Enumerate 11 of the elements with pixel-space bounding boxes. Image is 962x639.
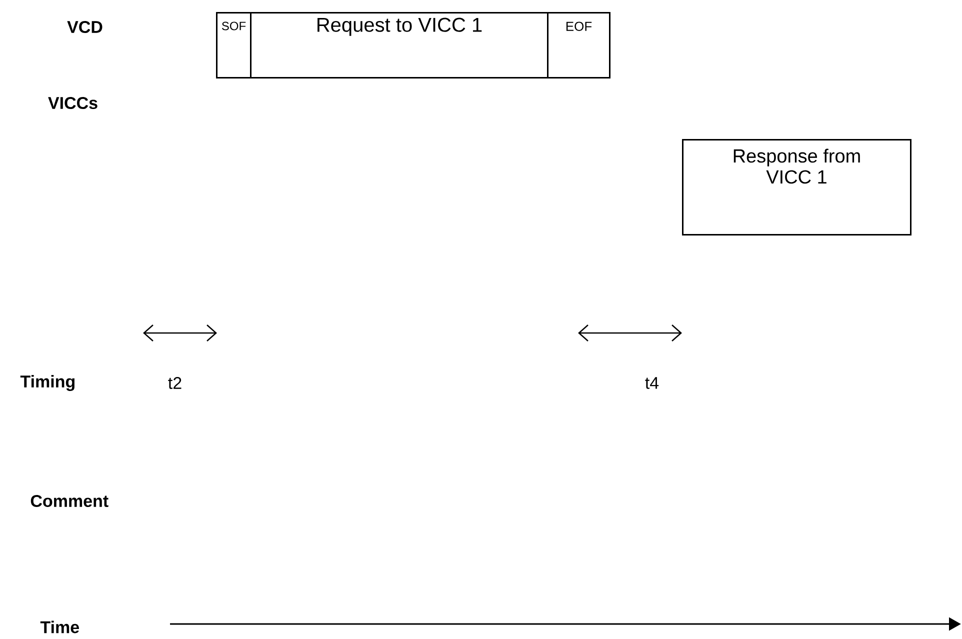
frame-box: SOF <box>216 12 252 78</box>
frame-box: EOF <box>547 12 610 78</box>
frame-box: Response from VICC 1 <box>682 139 912 236</box>
row-label: Time <box>40 620 79 634</box>
row-label: Comment <box>30 494 108 508</box>
row-label: t4 <box>645 377 659 389</box>
row-label: t2 <box>168 377 182 389</box>
row-label: Timing <box>20 375 74 391</box>
row-label: VCD <box>67 20 102 34</box>
frame-box: Request to VICC 1 <box>250 12 548 78</box>
row-label: VICCs <box>48 96 98 110</box>
